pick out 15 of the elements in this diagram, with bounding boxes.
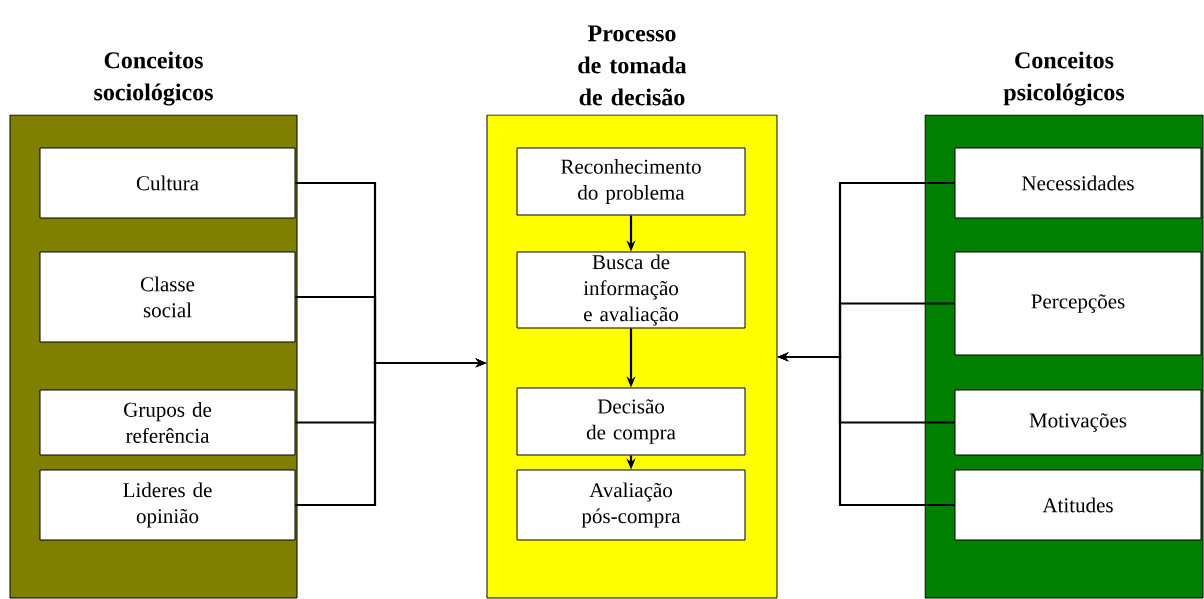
concept-box: Busca de informação e avaliação xyxy=(516,251,746,329)
concept-box: Reconhecimento do problema xyxy=(516,147,746,216)
concept-box: Atitudes xyxy=(954,469,1202,541)
node-label: Conceitos psicológicos xyxy=(1003,51,1125,106)
concept-box: Avaliação pós-compra xyxy=(516,469,746,541)
concept-box: Classe social xyxy=(39,251,296,343)
concept-box: Motivações xyxy=(954,389,1202,456)
concept-box: Cultura xyxy=(39,147,296,219)
concept-box: Lideres de opinião xyxy=(39,469,296,541)
concept-box: Decisão de compra xyxy=(516,387,746,456)
concept-box: Percepções xyxy=(954,251,1202,356)
node-label: Conceitos sociológicos xyxy=(94,51,213,106)
concept-box: Necessidades xyxy=(954,147,1202,219)
node-label: Processo de tomada de decisão xyxy=(578,25,687,106)
concept-box: Grupos de referência xyxy=(39,389,296,456)
